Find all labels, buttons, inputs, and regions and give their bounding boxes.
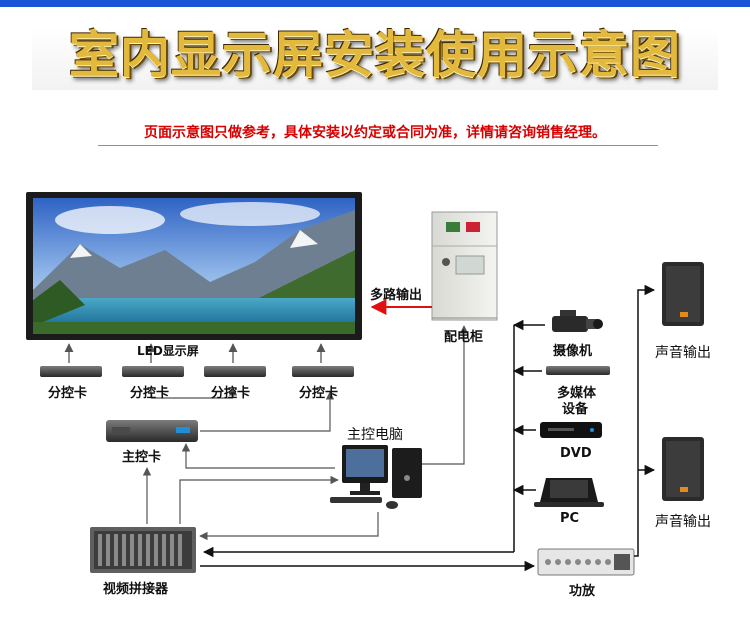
label-main-card: 主控卡 [122, 450, 162, 465]
top-accent-bar [0, 0, 750, 7]
video-splicer-icon [90, 527, 196, 573]
label-amplifier: 功放 [569, 584, 596, 599]
label-multimedia-1: 多媒体 [557, 386, 597, 401]
label-sub-card-1: 分控卡 [48, 386, 88, 401]
label-multi-output: 多路输出 [370, 288, 423, 303]
speaker-icon [662, 262, 704, 501]
label-speaker-bottom: 声音输出 [655, 514, 711, 530]
label-sub-card-4: 分控卡 [299, 386, 339, 401]
power-cabinet-icon [431, 211, 498, 321]
label-video-splicer: 视频拼接器 [103, 582, 169, 597]
label-sub-card-2: 分控卡 [130, 386, 170, 401]
desktop-computer-icon [330, 445, 422, 509]
disclaimer-notice: 页面示意图只做参考，具体安装以约定或合同为准，详情请咨询销售经理。 [144, 125, 606, 141]
led-screen-icon [26, 192, 362, 340]
dvd-player-icon [540, 422, 602, 438]
label-dvd: DVD [560, 446, 592, 461]
multimedia-device-icon [546, 366, 610, 375]
label-multimedia-2: 设备 [562, 402, 589, 417]
sub-control-card-icon [40, 366, 354, 377]
label-speaker-top: 声音输出 [655, 345, 711, 361]
amplifier-icon [537, 548, 635, 576]
title-background [32, 28, 718, 90]
camera-icon [552, 310, 603, 332]
label-sub-card-3: 分控卡 [211, 386, 251, 401]
label-led-screen: LED显示屏 [137, 344, 199, 358]
label-camera: 摄像机 [553, 344, 593, 359]
label-main-pc: 主控电脑 [347, 427, 403, 443]
page-title: 室内显示屏安装使用示意图 [69, 26, 681, 84]
main-control-card-icon [106, 420, 198, 442]
notice-underline [98, 145, 658, 146]
laptop-icon [534, 478, 604, 507]
label-pc: PC [560, 511, 580, 526]
label-power-cabinet: 配电柜 [444, 330, 484, 345]
